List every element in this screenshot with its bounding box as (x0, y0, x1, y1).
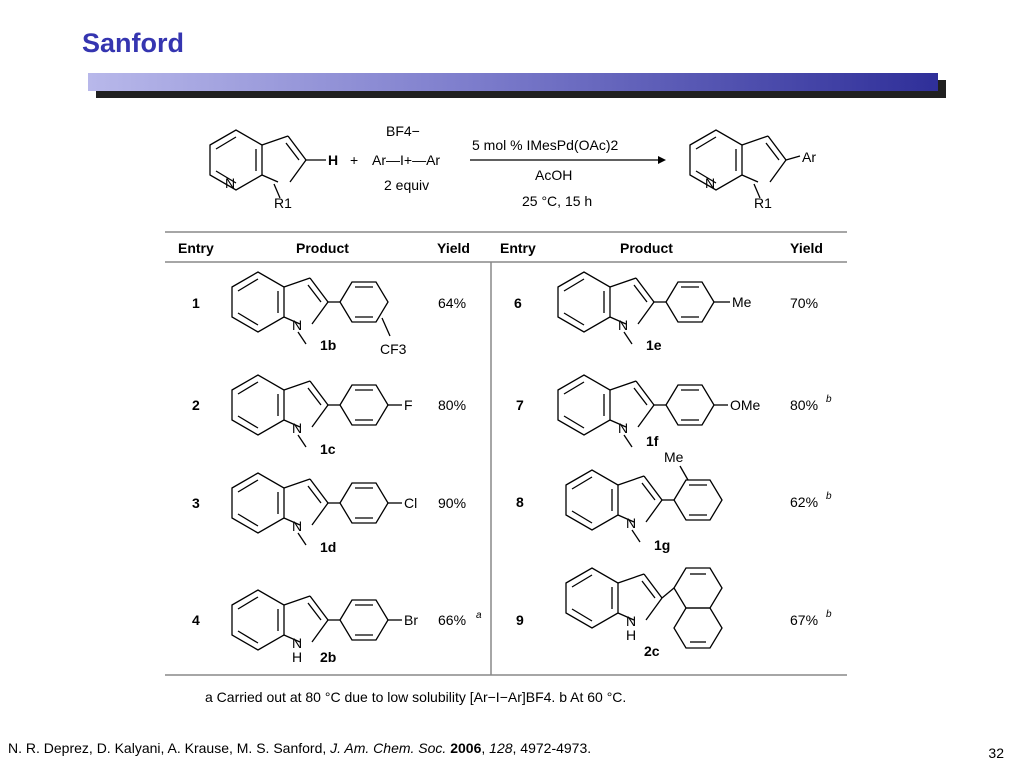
title-bar (88, 73, 938, 91)
header-entry-left: Entry (178, 240, 214, 256)
table-footnote: a Carried out at 80 °C due to low solubi… (205, 689, 626, 705)
substituent-label: Cl (404, 495, 417, 511)
entry-number: 7 (516, 397, 524, 413)
citation-volume: 128 (489, 740, 513, 756)
table-row: 8 N Me 1g 62% b (516, 449, 832, 553)
table-row: 7 N OMe 1f 80% b (516, 374, 832, 449)
scheme-catalyst: 5 mol % IMesPd(OAc)2 (472, 137, 618, 153)
reaction-scheme-svg: N R1 H + BF4− Ar—I+—Ar 2 equiv 5 mol % I… (165, 123, 847, 705)
scheme-conditions: 25 °C, 15 h (522, 193, 592, 209)
header-product-left: Product (296, 240, 349, 256)
nh-label: H (626, 627, 636, 643)
table-row: 3 N Cl 1d 90% (192, 472, 466, 555)
n-label: N (626, 515, 636, 531)
compound-label: 1d (320, 539, 336, 555)
yield-value: 70% (790, 295, 818, 311)
reaction-scheme: N R1 H + BF4− Ar—I+—Ar 2 equiv 5 mol % I… (209, 123, 816, 211)
yield-value: 62% (790, 494, 818, 510)
yield-note: b (826, 609, 832, 620)
yield-value: 64% (438, 295, 466, 311)
scheme-product-ar: Ar (802, 149, 816, 165)
compound-label: 2b (320, 649, 336, 665)
citation-year: 2006 (450, 740, 482, 756)
compound-label: 1g (654, 537, 670, 553)
entry-number: 1 (192, 295, 200, 311)
substituent-label: OMe (730, 397, 761, 413)
compound-label: 1f (646, 433, 659, 449)
scheme-solvent: AcOH (535, 167, 572, 183)
yield-note: a (476, 610, 482, 621)
n-label: N (618, 420, 628, 436)
n-label: N (292, 420, 302, 436)
scheme-product-r1: R1 (754, 195, 772, 211)
scheme-reagent: Ar—I+—Ar (372, 152, 440, 168)
header-entry-right: Entry (500, 240, 536, 256)
yield-value: 80% (790, 397, 818, 413)
table-row: 2 N F 1c 80% (192, 374, 466, 457)
n-label: N (626, 613, 636, 629)
substituent-label: F (404, 397, 413, 413)
table-row: 4 N H Br 2b 66% a (192, 589, 482, 665)
scheme-product-n: N (705, 175, 715, 191)
scheme-plus: + (350, 152, 358, 168)
compound-label: 1e (646, 337, 662, 353)
substituent-label: Me (732, 294, 752, 310)
yield-value: 66% (438, 612, 466, 628)
scheme-r1-label: R1 (274, 195, 292, 211)
substituent-label: Me (664, 449, 684, 465)
substituent-label: Br (404, 612, 418, 628)
table-row: 6 N Me 1e 70% (514, 271, 818, 353)
yield-note: b (826, 394, 832, 405)
entry-number: 2 (192, 397, 200, 413)
reaction-figure: N R1 H + BF4− Ar—I+—Ar 2 equiv 5 mol % I… (150, 110, 860, 710)
n-label: N (292, 635, 302, 651)
yield-value: 67% (790, 612, 818, 628)
scheme-h-label: H (328, 152, 338, 168)
n-label: N (292, 317, 302, 333)
entry-number: 3 (192, 495, 200, 511)
citation: N. R. Deprez, D. Kalyani, A. Krause, M. … (8, 740, 592, 756)
scheme-equiv: 2 equiv (384, 177, 429, 193)
slide-title: Sanford (82, 28, 185, 58)
entry-number: 4 (192, 612, 200, 628)
substituent-label: CF3 (380, 341, 407, 357)
citation-pages: , 4972-4973. (512, 740, 592, 756)
n-label: N (292, 518, 302, 534)
header-yield-right: Yield (790, 240, 823, 256)
header-yield-left: Yield (437, 240, 470, 256)
compound-label: 1b (320, 337, 336, 353)
table-row: 9 N H 2c 67% b (516, 567, 832, 659)
compound-label: 2c (644, 643, 660, 659)
table-row: 1 N CF3 1b 64% (192, 271, 466, 357)
citation-authors: N. R. Deprez, D. Kalyani, A. Krause, M. … (8, 740, 331, 756)
page-number: 32 (988, 745, 1004, 761)
n-label: N (618, 317, 628, 333)
entry-number: 6 (514, 295, 522, 311)
header-product-right: Product (620, 240, 673, 256)
citation-journal: J. Am. Chem. Soc. (330, 740, 447, 756)
scheme-counterion: BF4− (386, 123, 420, 139)
entry-number: 8 (516, 494, 524, 510)
yield-value: 80% (438, 397, 466, 413)
scheme-n-label: N (225, 175, 235, 191)
yield-value: 90% (438, 495, 466, 511)
compound-label: 1c (320, 441, 336, 457)
nh-label: H (292, 649, 302, 665)
entry-number: 9 (516, 612, 524, 628)
yield-note: b (826, 491, 832, 502)
